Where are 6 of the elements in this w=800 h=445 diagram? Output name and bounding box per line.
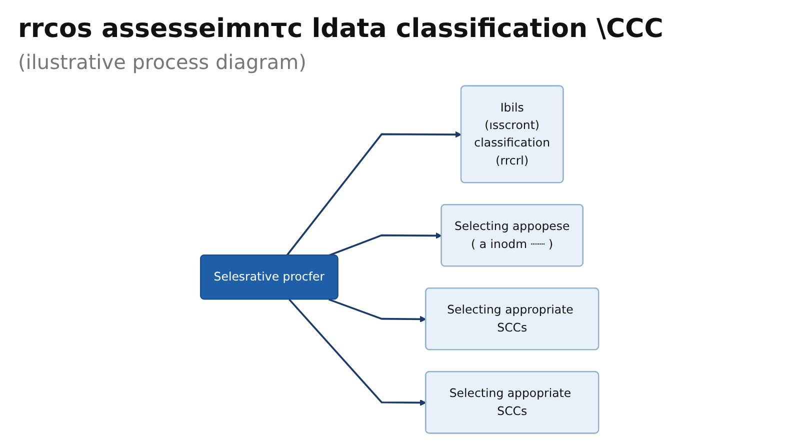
arrow [286,131,462,256]
arrow [328,298,427,322]
caption: (ilustrative process diagram) [18,50,308,74]
arrow [289,298,427,406]
arrow [328,232,442,256]
title: rrcos assesseimnτc ldata classification \CCC [18,14,664,44]
